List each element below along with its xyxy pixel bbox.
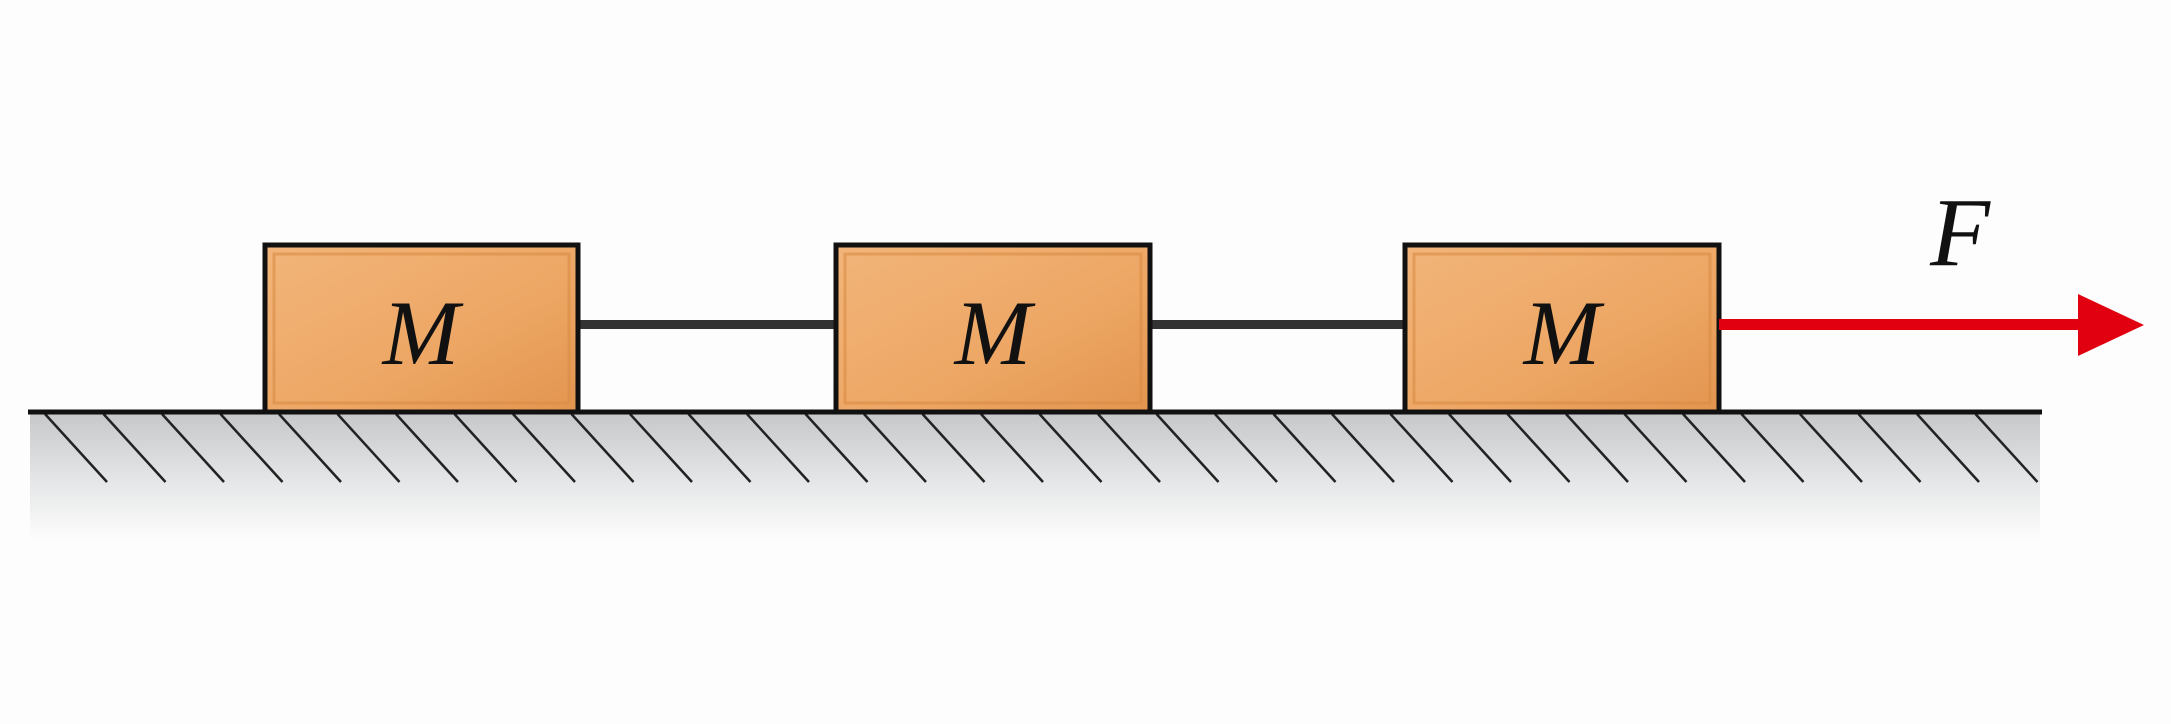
block-bevel	[272, 252, 571, 405]
ground-hatching	[44, 413, 2039, 483]
block-2: M	[833, 242, 1153, 415]
hatch-line	[980, 413, 1044, 483]
hatch-line	[1389, 413, 1454, 483]
hatch-line	[278, 413, 342, 483]
hatch-line	[1506, 413, 1571, 483]
string-2	[1150, 320, 1405, 329]
hatch-line	[161, 413, 225, 483]
hatch-line	[1974, 413, 2039, 483]
block-3: M	[1402, 242, 1722, 415]
hatch-line	[1916, 413, 1980, 483]
hatch-line	[1623, 413, 1688, 483]
hatch-line	[395, 413, 459, 483]
hatch-line	[687, 413, 752, 483]
hatch-line	[804, 413, 869, 483]
string-1	[578, 320, 836, 329]
hatch-line	[1565, 413, 1629, 483]
block-body	[833, 242, 1153, 415]
hatch-line	[1331, 413, 1395, 483]
hatch-line	[102, 413, 167, 483]
block-bevel	[843, 252, 1143, 405]
force-arrow-shaft	[1719, 319, 2084, 330]
hatch-line	[1857, 413, 1922, 483]
force-arrow: F	[1719, 179, 2144, 356]
hatch-line	[1448, 413, 1512, 483]
hatch-line	[1740, 413, 1805, 483]
ground-shading	[30, 412, 2040, 542]
block-label: M	[381, 282, 464, 384]
hatch-line	[1682, 413, 1746, 483]
block-1: M	[262, 242, 581, 415]
block-label: M	[953, 282, 1036, 384]
hatch-line	[1214, 413, 1278, 483]
hatch-line	[1155, 413, 1220, 483]
hatch-line	[746, 413, 810, 483]
hatch-line	[219, 413, 284, 483]
hatch-line	[512, 413, 576, 483]
hatch-line	[44, 413, 108, 483]
hatch-line	[1799, 413, 1863, 483]
force-arrowhead	[2078, 294, 2144, 356]
hatch-line	[863, 413, 927, 483]
hatch-line	[1097, 413, 1161, 483]
block-bevel	[1412, 252, 1712, 405]
hatch-line	[1038, 413, 1103, 483]
hatch-line	[336, 413, 401, 483]
hatch-line	[570, 413, 635, 483]
ground	[28, 409, 2042, 542]
force-label: F	[1929, 179, 1991, 287]
block-body	[262, 242, 581, 415]
hatch-line	[629, 413, 693, 483]
strings	[578, 320, 1405, 329]
block-label: M	[1522, 282, 1605, 384]
hatch-line	[921, 413, 986, 483]
hatch-line	[1272, 413, 1337, 483]
hatch-line	[453, 413, 518, 483]
